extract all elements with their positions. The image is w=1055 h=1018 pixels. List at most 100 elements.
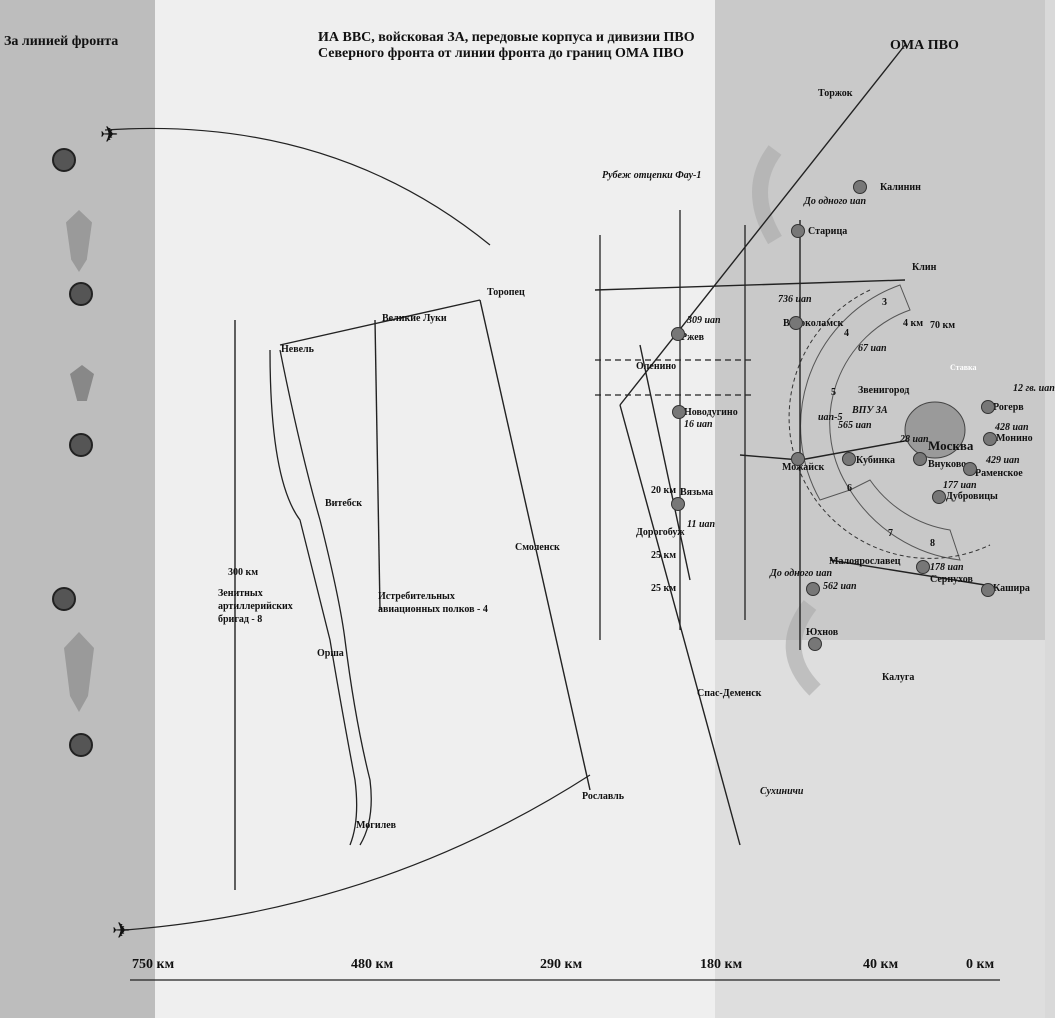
airplane-icon: ✈ — [100, 122, 119, 147]
unit-565: 565 иап — [838, 420, 872, 431]
airplane-icon: ✈ — [112, 918, 131, 943]
city-vitebsk: Витебск — [325, 498, 362, 509]
airfield-marker — [671, 327, 685, 341]
unit-309: 309 иап — [687, 315, 721, 326]
aa-gun-icon — [69, 733, 93, 757]
airfield-marker — [913, 452, 927, 466]
torzhok-cover-arc — [752, 145, 782, 245]
city-vnukovo: Внуково — [928, 459, 967, 470]
city-novodugino: Новодугино — [684, 407, 738, 418]
unit-iap5: иап-5 — [818, 412, 843, 423]
unit-428: 428 иап — [995, 422, 1029, 433]
city-kaluga: Калуга — [882, 672, 915, 683]
background-left-panel — [0, 0, 155, 1018]
city-spas-demensk: Спас-Деменск — [697, 688, 762, 699]
background-center-panel — [155, 0, 715, 1018]
header-right: ОМА ПВО — [890, 38, 959, 53]
note-do-odnogo-bottom: До одного иап — [770, 568, 833, 579]
artillery-corridor-a — [269, 349, 358, 846]
city-ramenskoe: Раменское — [975, 468, 1023, 479]
unit-429: 429 иап — [986, 455, 1020, 466]
city-rogerv: Рогерв — [993, 402, 1024, 413]
page-title: ИА ВВС, войсковая ЗА, передовые корпуса … — [318, 30, 695, 62]
km4-label: 4 км — [903, 318, 924, 329]
city-klin: Клин — [912, 262, 937, 273]
unit-16: 16 иап — [684, 419, 713, 430]
unit-vpu-za: ВПУ ЗА — [852, 405, 888, 416]
scale-40: 40 км — [863, 957, 899, 972]
city-olenino: Оленино — [636, 361, 677, 372]
airfield-marker — [963, 462, 977, 476]
unit-11: 11 иап — [687, 519, 716, 530]
city-volokolamsk: Волоколамск — [783, 318, 844, 329]
city-kubinka: Кубинка — [856, 455, 896, 466]
city-mogilev: Могилев — [356, 820, 397, 831]
stavka-label: Ставка — [950, 363, 977, 372]
fau-line-label: Рубеж отцепки Фау-1 — [602, 170, 702, 181]
unit-67: 67 иап — [858, 343, 887, 354]
yukhnov-cover-arc — [785, 600, 821, 696]
oma-pvo-sectors — [800, 284, 961, 561]
airfield-marker — [853, 180, 867, 194]
flight-arc-top — [104, 127, 491, 246]
artillery-corridor-b — [279, 349, 372, 846]
airfield-marker — [932, 490, 946, 504]
city-serpukhov: Серпухов — [930, 574, 973, 585]
unit-178: 178 иап — [930, 562, 964, 573]
scale-750: 750 км — [132, 957, 175, 972]
title-line-2: Северного фронта от линии фронта до гран… — [318, 46, 684, 61]
moscow-area — [904, 401, 966, 459]
aa-gun-icon — [52, 587, 76, 611]
airfield-marker — [981, 583, 995, 597]
city-rzhev: Ржев — [681, 332, 705, 343]
sector-arc-west — [800, 284, 911, 501]
km20-label: 20 км — [651, 485, 677, 496]
sector-8: 8 — [930, 538, 935, 549]
city-staritsa: Старица — [808, 226, 848, 237]
sector-3: 3 — [882, 297, 887, 308]
city-kalinin: Калинин — [880, 182, 921, 193]
unit-736: 736 иап — [778, 294, 812, 305]
unit-562: 562 иап — [823, 581, 857, 592]
title-line-1: ИА ВВС, войсковая ЗА, передовые корпуса … — [318, 30, 695, 45]
km25a-label: 25 км — [651, 550, 677, 561]
scale-480: 480 км — [351, 957, 394, 972]
scale-0: 0 км — [966, 957, 995, 972]
defense-lines — [595, 210, 755, 640]
city-vyazma: Вязьма — [680, 487, 714, 498]
flight-arc-bottom — [124, 774, 591, 931]
airfield-marker — [672, 405, 686, 419]
km70-label: 70 км — [930, 320, 956, 331]
airfield-marker — [791, 224, 805, 238]
background-right-lower-panel — [715, 640, 1045, 1018]
city-mozhaysk: Можайск — [782, 462, 825, 473]
km300-label: 300 км — [228, 567, 259, 578]
unit-12: 12 гв. иап — [1013, 383, 1055, 394]
unit-177: 177 иап — [943, 480, 977, 491]
city-sukhinichi: Сухиничи — [760, 786, 804, 797]
note-do-odnogo-top: До одного иап — [804, 196, 867, 207]
route-lines — [234, 44, 986, 890]
sector-arc-south — [849, 479, 961, 561]
aa-gun-icon — [69, 282, 93, 306]
city-kashira: Кашира — [993, 583, 1030, 594]
airfield-marker — [916, 560, 930, 574]
aa-gun-icon — [69, 433, 93, 457]
city-moskva: Москва — [928, 438, 974, 453]
city-smolensk: Смоленск — [515, 542, 560, 553]
city-dubrovitsy: Дубровицы — [946, 491, 998, 502]
fighter-note: Истребительных авиационных полков - 4 — [378, 591, 488, 615]
airfield-marker — [806, 582, 820, 596]
city-toropets: Торопец — [487, 287, 525, 298]
sector-7: 7 — [888, 528, 893, 539]
header-left: За линией фронта — [4, 34, 119, 49]
city-yukhnov: Юхнов — [806, 627, 839, 638]
km25b-label: 25 км — [651, 583, 677, 594]
sector-5: 5 — [831, 387, 836, 398]
unit-28: 28 иап — [900, 434, 929, 445]
airfield-marker — [983, 432, 997, 446]
artillery-note: Зенитных артиллерийских бригад - 8 — [218, 588, 293, 625]
city-orsha: Орша — [317, 648, 344, 659]
city-monino: Монино — [996, 433, 1033, 444]
